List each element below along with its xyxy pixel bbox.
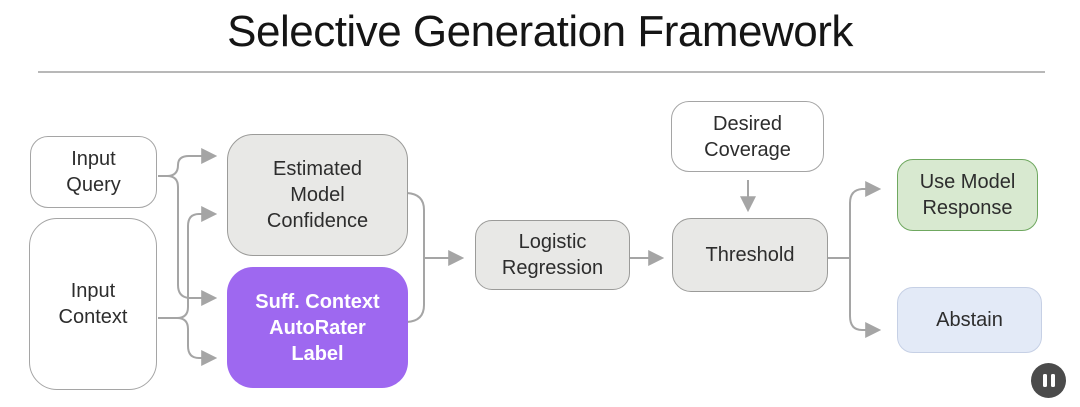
node-threshold-label: Threshold <box>705 244 795 266</box>
node-abstain: Abstain <box>897 287 1042 353</box>
node-suff-context-autorater-label: Suff. Context AutoRater Label <box>227 267 408 388</box>
node-abstain-label: Abstain <box>936 309 1003 331</box>
arrow-query-to-confidence <box>158 148 218 177</box>
node-input-context: Input Context <box>29 218 157 390</box>
node-desired-coverage-label: Desired Coverage <box>704 112 791 161</box>
node-estimated-model-confidence: Estimated Model Confidence <box>227 134 408 256</box>
node-input-query-label: Input Query <box>66 148 121 196</box>
pause-icon <box>1042 374 1055 387</box>
arrow-context-to-autorater <box>158 317 218 366</box>
node-desired-coverage: Desired Coverage <box>671 101 824 172</box>
arrow-threshold-to-abstain <box>849 258 882 338</box>
pause-button[interactable] <box>1031 363 1066 398</box>
node-input-query: Input Query <box>30 136 157 208</box>
node-logistic-regression: Logistic Regression <box>475 220 630 290</box>
merge-bracket-confidence-autorater <box>406 192 425 323</box>
node-use-model-response-label: Use Model Response <box>919 171 1016 219</box>
node-use-model-response: Use Model Response <box>897 159 1038 231</box>
arrow-threshold-to-use-model <box>849 181 882 258</box>
node-input-context-label: Input Context <box>58 280 128 328</box>
node-suff-context-autorater-label-text: Suff. Context AutoRater Label <box>255 290 380 365</box>
arrow-query-to-autorater <box>158 175 218 306</box>
node-threshold: Threshold <box>672 218 828 292</box>
node-estimated-model-confidence-label: Estimated Model Confidence <box>266 158 369 232</box>
slide-title: Selective Generation Framework <box>227 7 853 56</box>
node-logistic-regression-label: Logistic Regression <box>501 231 604 279</box>
title-divider <box>38 71 1045 73</box>
arrow-context-to-confidence <box>158 206 218 319</box>
